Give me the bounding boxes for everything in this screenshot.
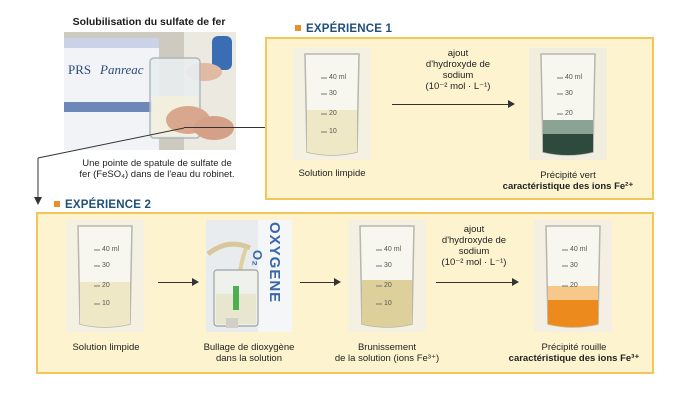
grad-30: 30 bbox=[565, 90, 573, 97]
oxygen-label: OXYGENE bbox=[266, 222, 283, 304]
intro-caption-line-2: fer (FeSO₄) dans de l'eau du robinet. bbox=[79, 169, 235, 180]
exp2-bubbling-caption-line-2: dans la solution bbox=[215, 353, 283, 364]
grad-40: 40 ml bbox=[329, 74, 347, 81]
exp1-arrowhead bbox=[508, 100, 515, 108]
exp2-arrow1-line bbox=[158, 282, 194, 283]
exp2-brown-caption-line-1: Brunissement bbox=[357, 342, 417, 353]
exp2-arrow-label-line-3: sodium bbox=[458, 246, 490, 257]
exp1-green-caption-line-1: Précipité vert bbox=[540, 170, 596, 181]
exp2-rust-caption: Précipité rouille caractéristique des io… bbox=[494, 342, 654, 364]
o2-label: O₂ bbox=[250, 250, 265, 266]
grad-20: 20 bbox=[565, 110, 573, 117]
experience2-heading: EXPÉRIENCE 2 bbox=[54, 199, 151, 211]
connector-to-exp1 bbox=[184, 127, 288, 128]
exp2-bubbling-caption-line-1: Bullage de dioxygène bbox=[203, 342, 295, 353]
exp1-arrow-label-line-1: ajout bbox=[447, 48, 469, 59]
grad-30: 30 bbox=[329, 90, 337, 97]
exp1-clear-caption: Solution limpide bbox=[298, 168, 366, 179]
grad-40: 40 ml bbox=[102, 246, 120, 253]
exp1-arrow-label: ajout d'hydroxyde de sodium (10⁻² mol · … bbox=[398, 48, 518, 92]
exp1-green-caption: Précipité vert caractéristique des ions … bbox=[488, 170, 648, 192]
grad-40: 40 ml bbox=[384, 246, 402, 253]
exp1-arrow-label-line-3: sodium bbox=[442, 70, 474, 81]
grad-30: 30 bbox=[102, 262, 110, 269]
exp2-arrow-label-line-4: (10⁻² mol · L⁻¹) bbox=[441, 257, 507, 268]
exp2-beaker-clear: 40 ml 30 20 10 bbox=[66, 220, 144, 332]
exp2-arrow3-line bbox=[436, 282, 514, 283]
exp2-bubbling-photo: OXYGENE O₂ bbox=[206, 220, 292, 332]
exp1-arrow-line bbox=[392, 104, 510, 105]
exp2-brown-caption-line-2: de la solution (ions Fe³⁺) bbox=[334, 353, 440, 364]
intro-caption-line-1: Une pointe de spatule de sulfate de bbox=[82, 158, 232, 169]
grad-20: 20 bbox=[384, 282, 392, 289]
exp1-arrow-label-line-4: (10⁻² mol · L⁻¹) bbox=[425, 81, 491, 92]
exp1-beaker-clear: 40 ml 30 20 10 bbox=[293, 48, 371, 160]
grad-20: 20 bbox=[329, 110, 337, 117]
exp2-arrow-label-line-1: ajout bbox=[463, 224, 485, 235]
grad-20: 20 bbox=[102, 282, 110, 289]
exp2-beaker-rust: 40 ml 30 20 bbox=[534, 220, 612, 332]
intro-title: Solubilisation du sulfate de fer bbox=[72, 16, 226, 28]
exp2-arrow1-head bbox=[192, 278, 199, 286]
intro-caption: Une pointe de spatule de sulfate de fer … bbox=[72, 158, 242, 180]
grad-40: 40 ml bbox=[565, 74, 583, 81]
exp2-arrow-label-line-2: d'hydroxyde de bbox=[441, 235, 507, 246]
exp2-arrow2-line bbox=[300, 282, 336, 283]
exp1-green-caption-line-2: caractéristique des ions Fe²⁺ bbox=[502, 181, 634, 192]
grad-40: 40 ml bbox=[570, 246, 588, 253]
grad-30: 30 bbox=[384, 262, 392, 269]
exp2-arrow3-head bbox=[512, 278, 519, 286]
connector-to-exp2 bbox=[34, 127, 185, 205]
heading-bullet bbox=[54, 201, 60, 207]
intro-photo: PRS Panreac bbox=[64, 32, 236, 150]
grad-10: 10 bbox=[329, 128, 337, 135]
grad-10: 10 bbox=[102, 300, 110, 307]
grad-30: 30 bbox=[570, 262, 578, 269]
experience2-heading-text: EXPÉRIENCE 2 bbox=[65, 199, 152, 211]
exp2-arrow-label: ajout d'hydroxyde de sodium (10⁻² mol · … bbox=[414, 224, 534, 268]
bottle-label-panreac: Panreac bbox=[100, 62, 144, 77]
heading-bullet bbox=[295, 25, 301, 31]
exp2-arrow2-head bbox=[334, 278, 341, 286]
bottle-label-prs: PRS bbox=[68, 62, 92, 77]
grad-10: 10 bbox=[384, 300, 392, 307]
experience1-heading-text: EXPÉRIENCE 1 bbox=[306, 23, 393, 35]
exp2-bubbling-caption: Bullage de dioxygène dans la solution bbox=[190, 342, 308, 364]
exp2-brown-caption: Brunissement de la solution (ions Fe³⁺) bbox=[322, 342, 452, 364]
grad-20: 20 bbox=[570, 282, 578, 289]
exp2-rust-caption-line-2: caractéristique des ions Fe³⁺ bbox=[508, 353, 640, 364]
experience1-heading: EXPÉRIENCE 1 bbox=[295, 23, 392, 35]
exp2-clear-caption: Solution limpide bbox=[72, 342, 140, 353]
exp1-beaker-green: 40 ml 30 20 bbox=[529, 48, 607, 160]
exp1-arrow-label-line-2: d'hydroxyde de bbox=[425, 59, 491, 70]
exp2-rust-caption-line-1: Précipité rouille bbox=[541, 342, 607, 353]
exp2-beaker-brown: 40 ml 30 20 10 bbox=[348, 220, 426, 332]
